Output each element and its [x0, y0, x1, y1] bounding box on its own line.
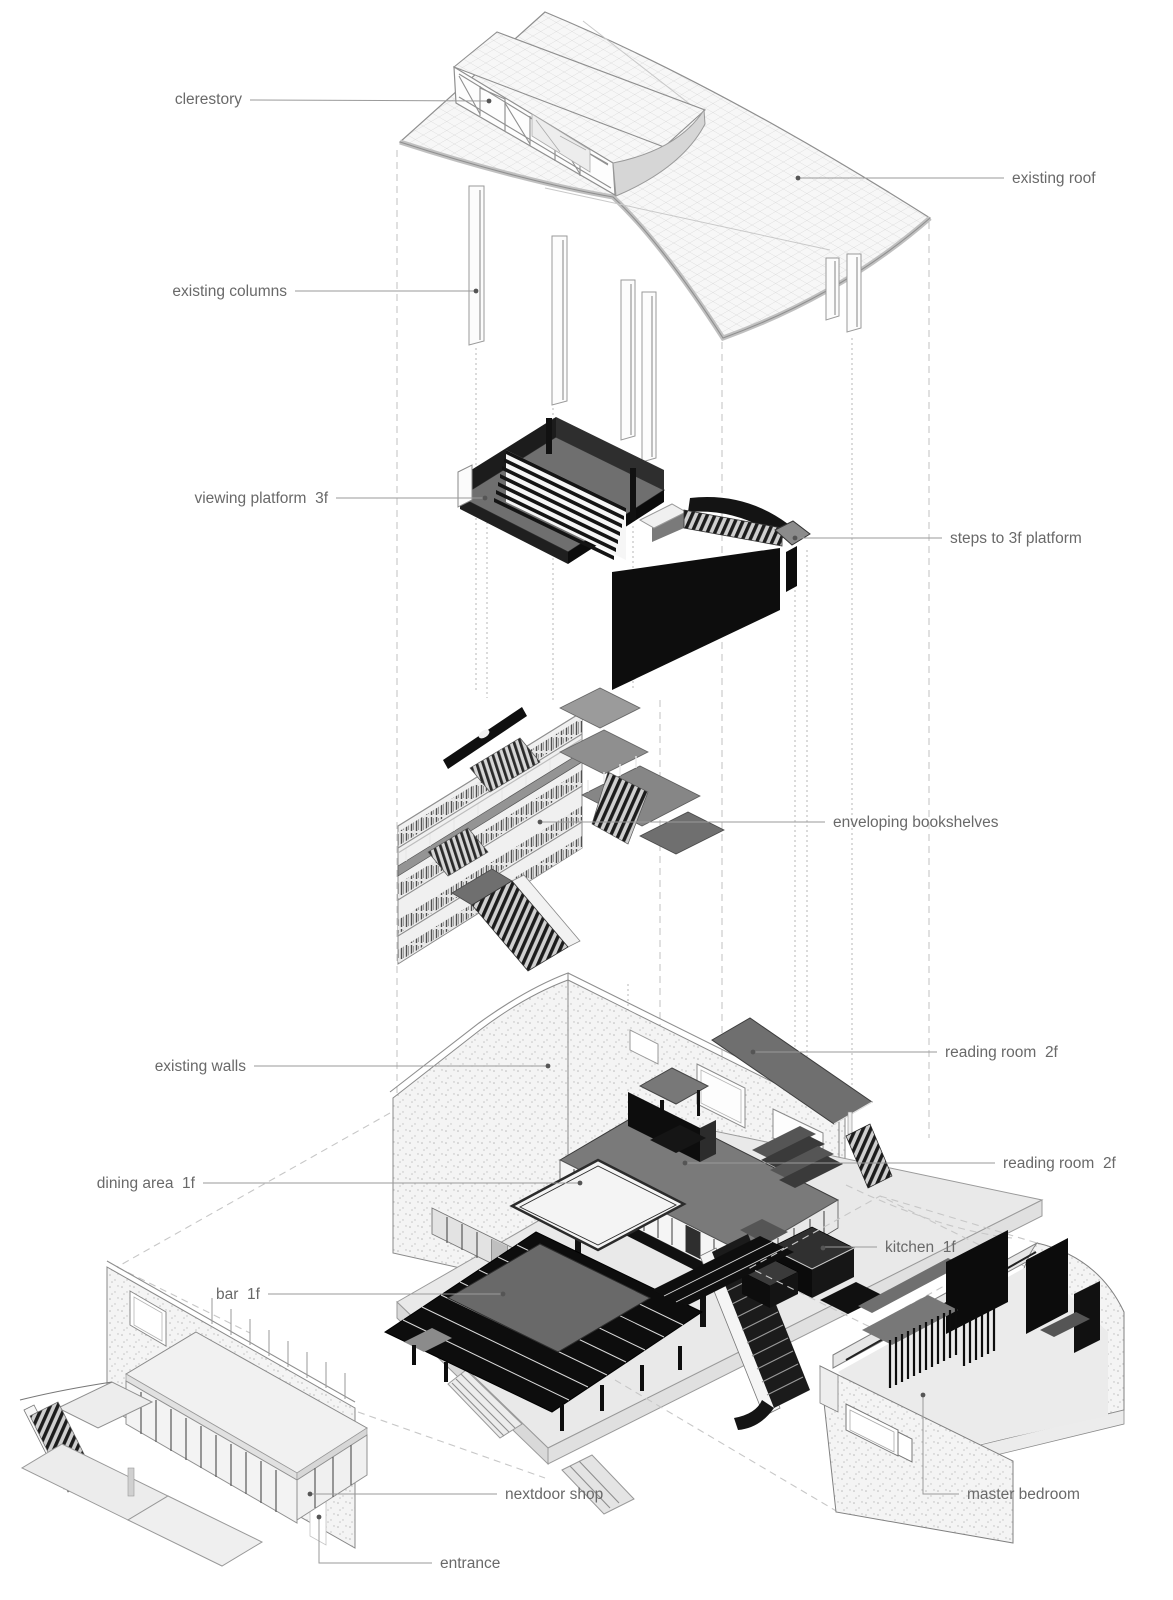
annotation-bar: bar 1f — [216, 1286, 506, 1303]
label-bookshelves: enveloping bookshelves — [833, 814, 999, 831]
bookshelf-upper-decks — [559, 687, 725, 855]
clerestory-structure — [452, 31, 707, 197]
label-nextdoor-shop: nextdoor shop — [505, 1486, 603, 1503]
shop-ground-slab — [126, 1495, 264, 1567]
main-building — [383, 972, 1044, 1515]
label-existing-columns: existing columns — [172, 283, 287, 300]
annotation-existing-roof: existing roof — [795, 170, 1096, 187]
bar-upper-platform — [509, 1158, 687, 1252]
bedroom-furniture — [845, 1230, 1100, 1388]
bookshelf-stair — [591, 771, 649, 845]
label-master-bedroom: master bedroom — [967, 1486, 1080, 1503]
label-clerestory: clerestory — [175, 91, 242, 108]
shop-back-mullions — [211, 1298, 346, 1399]
column — [825, 257, 840, 321]
steps-stringer — [688, 497, 788, 540]
annotations: clerestory existing roof existing column… — [97, 91, 1117, 1572]
label-existing-walls: existing walls — [155, 1058, 247, 1075]
column — [846, 253, 862, 333]
nextdoor-shop-box — [125, 1331, 368, 1524]
roof-assembly — [398, 11, 932, 463]
platform-louvers — [494, 450, 626, 560]
annotation-reading-room-lower: reading room 2f — [682, 1155, 1117, 1172]
label-kitchen: kitchen 1f — [885, 1239, 956, 1256]
label-steps-3f: steps to 3f platform — [950, 530, 1082, 547]
steps-to-platform — [683, 509, 783, 547]
bar-top — [446, 1243, 652, 1353]
annotation-steps-3f: steps to 3f platform — [792, 530, 1082, 547]
annotation-dining-area: dining area 1f — [97, 1175, 583, 1192]
existing-columns-group — [468, 185, 862, 463]
annotation-master-bedroom: master bedroom — [920, 1392, 1080, 1503]
clerestory-end-cap — [612, 108, 706, 197]
bedroom-front-wall — [819, 1365, 1014, 1544]
label-reading-room-lower: reading room 2f — [1003, 1155, 1117, 1172]
annotation-existing-columns: existing columns — [172, 283, 479, 300]
bedroom-assembly — [614, 1184, 1125, 1544]
bookshelf-bottom-stair — [451, 868, 581, 972]
annotation-kitchen: kitchen 1f — [820, 1239, 956, 1256]
label-viewing-platform: viewing platform 3f — [194, 490, 328, 507]
column — [620, 279, 636, 441]
column — [641, 291, 657, 463]
bar-louvre-wing — [652, 1236, 794, 1306]
floor-edge-stair — [447, 1369, 523, 1439]
annotation-bookshelves: enveloping bookshelves — [537, 814, 999, 831]
bedroom-window-pane — [897, 1431, 913, 1463]
bookshelf-stair — [427, 827, 489, 877]
tiered-seating — [752, 1126, 843, 1188]
column — [551, 235, 568, 406]
reading-room-2f-canopy-left — [638, 1067, 710, 1105]
label-existing-roof: existing roof — [1012, 170, 1096, 187]
floor-front-stair — [561, 1454, 635, 1515]
viewing-platform-assembly — [457, 417, 811, 690]
wall-side-stair — [845, 1123, 893, 1189]
annotation-entrance: entrance — [316, 1514, 500, 1572]
label-reading-room-upper: reading room 2f — [945, 1044, 1059, 1061]
annotation-clerestory: clerestory — [175, 91, 492, 108]
platform-corner-fin — [457, 464, 473, 508]
wall-window — [629, 1029, 659, 1065]
label-dining-area: dining area 1f — [97, 1175, 196, 1192]
annotation-viewing-platform: viewing platform 3f — [194, 490, 488, 507]
bedroom-window — [845, 1403, 899, 1457]
label-bar: bar 1f — [216, 1286, 261, 1303]
bookshelf-top-beam — [443, 707, 527, 769]
facade-window — [129, 1290, 167, 1347]
annotation-existing-walls: existing walls — [155, 1058, 551, 1075]
platform-black-wall — [612, 548, 780, 690]
steps-landing — [774, 520, 811, 546]
bookshelf-stair — [469, 737, 541, 793]
annotation-reading-room-upper: reading room 2f — [750, 1044, 1059, 1061]
label-entrance: entrance — [440, 1555, 500, 1572]
column — [468, 185, 485, 346]
annotation-nextdoor-shop: nextdoor shop — [307, 1486, 603, 1503]
bookshelves-assembly — [397, 687, 725, 972]
shop-assembly — [19, 1260, 368, 1567]
bar-structure — [383, 1158, 794, 1431]
